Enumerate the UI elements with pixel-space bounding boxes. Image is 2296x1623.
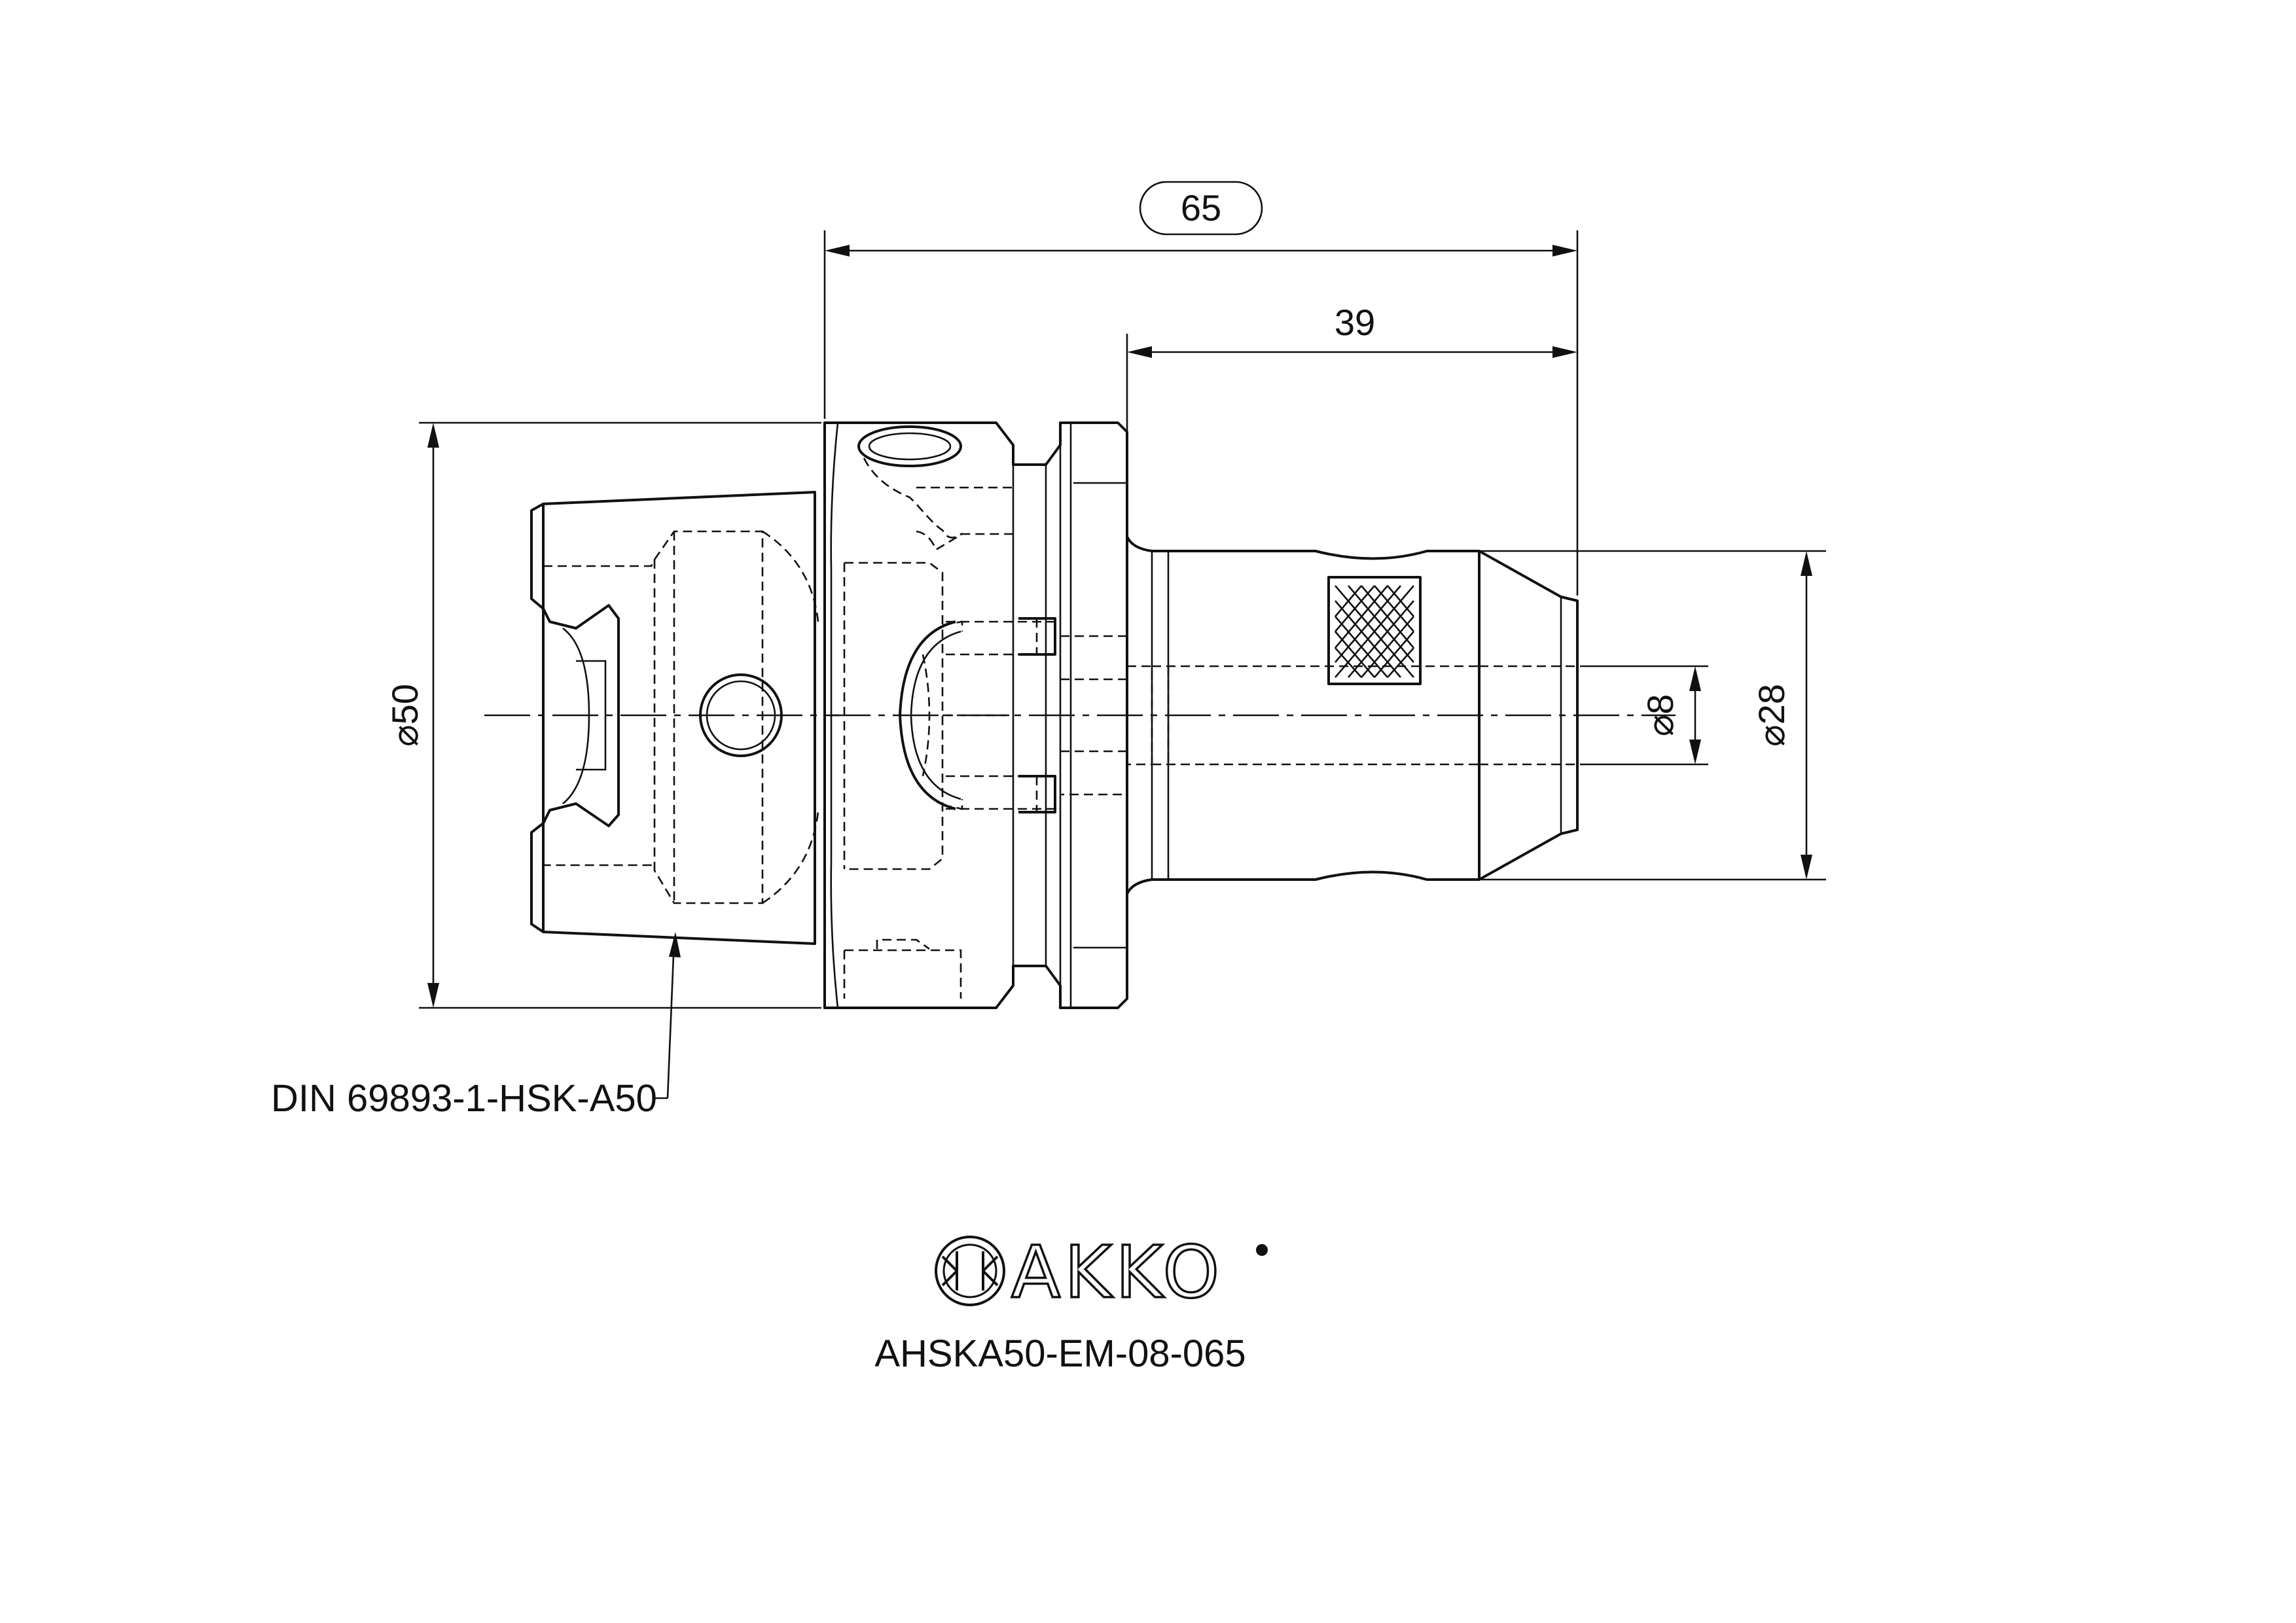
dimension-shank-length: 39 (1126, 302, 1577, 543)
dimension-bore-diameter: ⌀8 (1584, 665, 1708, 766)
dimension-nose-diameter: ⌀28 (1480, 550, 1826, 881)
dim-28-label: ⌀28 (1751, 684, 1792, 747)
dimension-flange-diameter: ⌀50 (384, 421, 821, 1009)
shank (1126, 536, 1584, 895)
dimension-overall-length: 65 (823, 181, 1579, 596)
hsk-taper (530, 491, 819, 945)
flange-body (823, 421, 1128, 1009)
part-number: AHSKA50-EM-08-065 (874, 1332, 1246, 1375)
brand-name: AKKO (1011, 1230, 1223, 1314)
standard-callout: DIN 69893-1-HSK-A50 (271, 932, 681, 1120)
set-screw-knurl (1335, 585, 1414, 678)
standard-label: DIN 69893-1-HSK-A50 (271, 1077, 657, 1120)
dim-50-label: ⌀50 (384, 684, 425, 747)
akko-logo: AKKO (935, 1229, 1268, 1315)
dim-39-label: 39 (1335, 302, 1375, 343)
dim-65-label: 65 (1181, 187, 1221, 228)
dim-8-label: ⌀8 (1640, 694, 1681, 737)
registered-mark-icon (1256, 1244, 1268, 1256)
